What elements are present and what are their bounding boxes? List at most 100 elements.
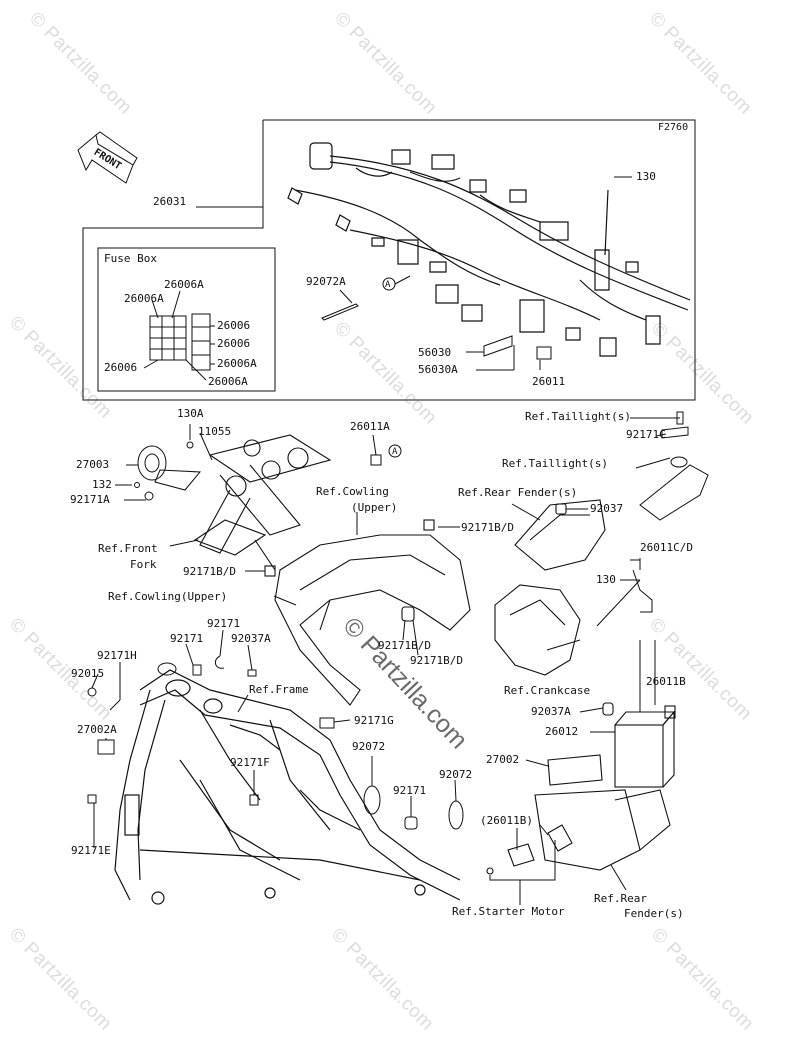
part-26011[interactable]: 26011 (532, 375, 566, 388)
fuse-box-frame (97, 247, 276, 392)
horn-27003 (137, 445, 202, 491)
part-26011B-ref[interactable]: (26011B) (480, 814, 533, 827)
ref-cowling-upper-2: (Upper) (351, 501, 398, 514)
battery-box (486, 702, 676, 875)
connector-26011A (370, 454, 382, 466)
leader (412, 619, 419, 656)
front-fork-assembly (193, 434, 332, 571)
leader (273, 595, 297, 606)
part-26011CD[interactable]: 26011C/D (640, 541, 693, 554)
leader (511, 503, 541, 521)
leader (219, 629, 224, 657)
leader (169, 539, 199, 547)
part-132[interactable]: 132 (92, 478, 112, 491)
bolt-92171A (144, 491, 154, 501)
fuse-label[interactable]: 26006 (217, 319, 251, 332)
frame-small-parts (87, 655, 464, 830)
motorcycle-frame (114, 669, 461, 905)
part-92171BD[interactable]: 92171B/D (461, 521, 514, 534)
part-92171[interactable]: 92171 (207, 617, 241, 630)
part-26011A[interactable]: 26011A (350, 420, 390, 433)
part-27002[interactable]: 27002 (486, 753, 520, 766)
leader (247, 644, 253, 671)
leader (339, 289, 353, 304)
ref-cowling-upper-3: Ref.Cowling(Upper) (108, 590, 228, 603)
ref-rear-fender: Ref.Rear Fender(s) (458, 486, 578, 499)
ref-front-fork: Ref.Front (98, 542, 158, 555)
leader (185, 643, 194, 666)
screw-132 (134, 482, 140, 488)
leader (402, 619, 406, 641)
part-92171BD[interactable]: 92171B/D (183, 565, 236, 578)
leader (333, 719, 351, 723)
leader (579, 707, 604, 713)
part-92171[interactable]: 92171 (393, 784, 427, 797)
leader (596, 579, 641, 627)
ref-a-circle (388, 444, 402, 458)
figure-code: F2760 (658, 122, 689, 133)
part-92171[interactable]: 92171 (170, 632, 204, 645)
clamp-56030 (483, 335, 513, 357)
leader (372, 434, 377, 456)
part-27002A[interactable]: 27002A (77, 723, 117, 736)
part-130A[interactable]: 130A (177, 407, 204, 420)
leader (525, 759, 549, 767)
ref-starter-motor: Ref.Starter Motor (452, 905, 565, 918)
leader (546, 639, 581, 651)
ref-cowling-upper: Ref.Cowling (316, 485, 389, 498)
part-92171A[interactable]: 92171A (70, 493, 110, 506)
fuse-label[interactable]: 26006A (208, 375, 248, 388)
part-92171G[interactable]: 92171G (354, 714, 394, 727)
part-56030A[interactable]: 56030A (418, 363, 458, 376)
part-92037[interactable]: 92037 (590, 502, 624, 515)
fuse-block (143, 290, 215, 381)
ref-taillight: Ref.Taillight(s) (525, 410, 631, 423)
leader (539, 824, 549, 836)
part-130[interactable]: 130 (636, 170, 656, 183)
harness-box-outline (82, 119, 696, 401)
part-92171C[interactable]: 92171C (626, 428, 666, 441)
part-92171BD[interactable]: 92171B/D (410, 654, 463, 667)
crankcase-cover (494, 584, 581, 676)
leader (91, 673, 99, 689)
ref-a: A (385, 280, 391, 290)
leader (394, 275, 411, 285)
leader (109, 699, 121, 711)
leader (199, 432, 213, 461)
part-92072A[interactable]: 92072A (306, 275, 346, 288)
part-27003[interactable]: 27003 (76, 458, 110, 471)
part-92015[interactable]: 92015 (71, 667, 105, 680)
leader (454, 779, 457, 802)
part-92171F[interactable]: 92171F (230, 756, 270, 769)
front-arrow-icon (77, 131, 138, 184)
bracket-starter (489, 840, 556, 881)
part-26012[interactable]: 26012 (545, 725, 579, 738)
part-92171H[interactable]: 92171H (97, 649, 137, 662)
part-92037A[interactable]: 92037A (531, 705, 571, 718)
fuse-label[interactable]: 26006A (217, 357, 257, 370)
taillight-parts (630, 411, 709, 521)
part-11055[interactable]: 11055 (198, 425, 232, 438)
fuse-label[interactable]: 26006A (124, 292, 164, 305)
part-92072[interactable]: 92072 (439, 768, 473, 781)
fuse-label[interactable]: 26006 (104, 361, 138, 374)
ref-a: A (392, 447, 398, 457)
ref-frame: Ref.Frame (249, 683, 309, 696)
part-92171E[interactable]: 92171E (71, 844, 111, 857)
ref-rear-fender-2: Ref.Rear (594, 892, 647, 905)
fuse-label[interactable]: 26006A (164, 278, 204, 291)
part-92072[interactable]: 92072 (352, 740, 386, 753)
ref-rear-fender-3: Fender(s) (624, 907, 684, 920)
bolt-130A (186, 441, 194, 449)
part-56030[interactable]: 56030 (418, 346, 452, 359)
part-92171BD[interactable]: 92171B/D (378, 639, 431, 652)
fuse-label[interactable]: 26006 (217, 337, 251, 350)
part-26011B[interactable]: 26011B (646, 675, 686, 688)
part-26031[interactable]: 26031 (153, 195, 187, 208)
wiring-harness (287, 142, 691, 357)
cowling-bracket (264, 519, 471, 706)
part-92037A[interactable]: 92037A (231, 632, 271, 645)
part-130[interactable]: 130 (596, 573, 616, 586)
